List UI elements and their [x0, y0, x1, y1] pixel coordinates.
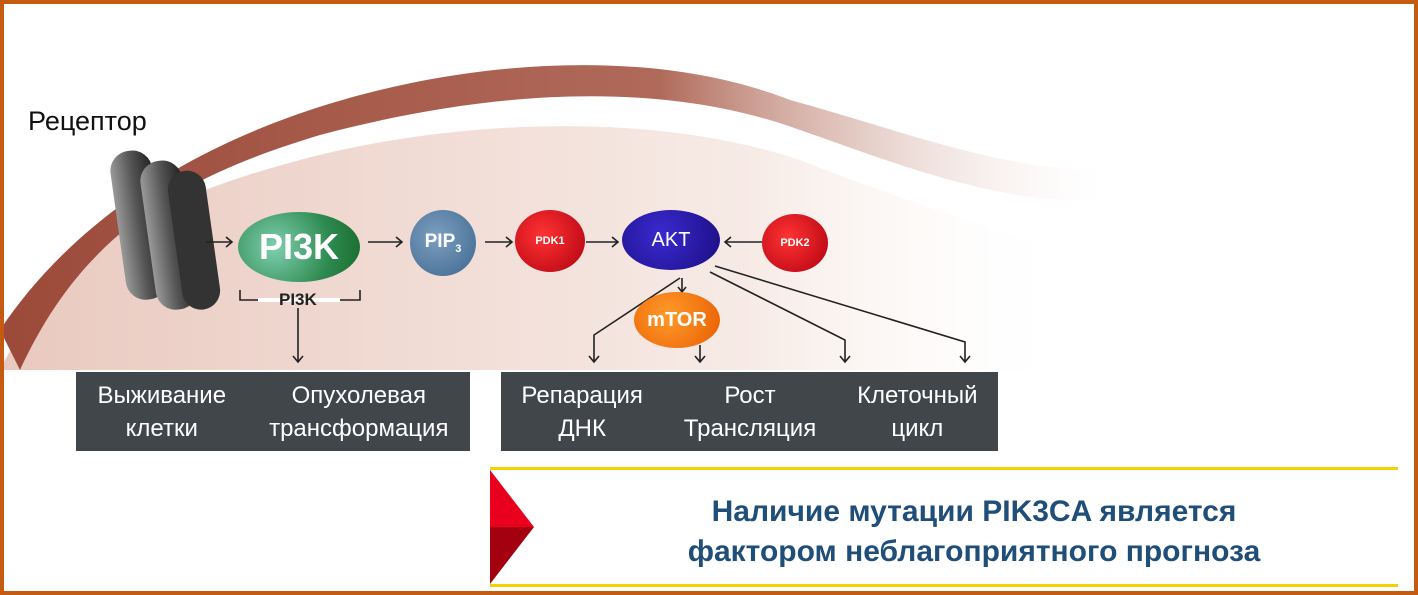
pdk2-protein: PDK2: [762, 214, 828, 272]
pi3k-label: PI3K: [258, 226, 340, 267]
akt-label: AKT: [651, 228, 691, 251]
pi3k-protein: PI3K: [238, 212, 360, 282]
outcome-line: Клеточный: [857, 381, 978, 409]
receptor-label: Рецептор: [28, 106, 147, 136]
outcome-line: цикл: [891, 414, 944, 442]
outcome-line: Трансляция: [683, 414, 817, 442]
pdk1-label: PDK1: [535, 235, 565, 247]
outcome-line: Репарация: [521, 381, 643, 409]
pip3-label: PIP: [424, 231, 456, 253]
akt-protein: AKT: [622, 210, 720, 270]
receptor-icon: [110, 150, 221, 310]
outcome-line: Рост: [724, 381, 776, 409]
outcome-line: клетки: [125, 414, 198, 442]
red-arrow-icon: [490, 470, 534, 584]
conclusion-callout: Наличие мутации PIK3CA является фактором…: [490, 467, 1398, 587]
outcome-cell-cycle: Клеточный цикл: [857, 379, 978, 445]
outcome-cell-survival: Выживание клетки: [98, 379, 227, 445]
pdk1-protein: PDK1: [515, 210, 585, 272]
conclusion-line-1: Наличие мутации PIK3CA является: [711, 495, 1237, 528]
outcome-line: трансформация: [269, 414, 449, 442]
pip3-subscript: 3: [455, 242, 462, 255]
outcomes-left-box: Выживание клетки Опухолевая трансформация: [76, 372, 470, 451]
mtor-label: mTOR: [647, 308, 707, 331]
outcome-line: Выживание: [97, 381, 227, 409]
outcome-line: Опухолевая: [291, 381, 426, 409]
pi3k-bracket-label: PI3K: [279, 290, 317, 309]
outcome-line: ДНК: [558, 414, 606, 442]
mtor-protein: mTOR: [634, 292, 720, 348]
conclusion-line-2: фактором неблагоприятного прогноза: [687, 535, 1261, 568]
membrane-band: [0, 65, 1100, 371]
outcome-tumor-transformation: Опухолевая трансформация: [269, 379, 448, 445]
pip3-molecule: PIP3: [410, 210, 476, 276]
pdk2-label: PDK2: [780, 237, 810, 249]
conclusion-text: Наличие мутации PIK3CA является фактором…: [550, 492, 1398, 572]
